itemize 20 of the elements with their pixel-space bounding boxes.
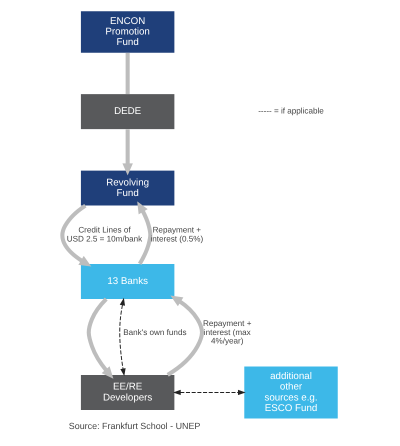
node-box: Revolving Fund <box>80 170 174 206</box>
node-box: additional other sources e.g. ESCO Fund <box>244 366 338 418</box>
arrow <box>60 204 92 267</box>
connector <box>126 52 130 94</box>
caption: Source: Frankfurt School - UNEP <box>68 420 200 431</box>
arrow <box>173 390 246 396</box>
arrow <box>122 129 133 176</box>
arrow <box>166 296 204 377</box>
arrow <box>86 298 114 379</box>
node-box: ENCON Promotion Fund <box>80 11 174 53</box>
node-box: DEDE <box>80 94 174 130</box>
edge-label: Credit Lines of USD 2.5 = 10m/bank <box>66 225 142 244</box>
edge-label: Repayment + interest (0.5%) <box>150 225 204 244</box>
node-box: 13 Banks <box>80 264 174 299</box>
arrow <box>119 298 126 376</box>
node-box: EE/RE Developers <box>80 375 174 410</box>
edge-label: Repayment + interest (max 4%/year) <box>202 318 252 346</box>
edge-label: Bank's own funds <box>123 328 187 337</box>
label: ----- = if applicable <box>258 106 324 116</box>
arrow <box>137 201 152 265</box>
